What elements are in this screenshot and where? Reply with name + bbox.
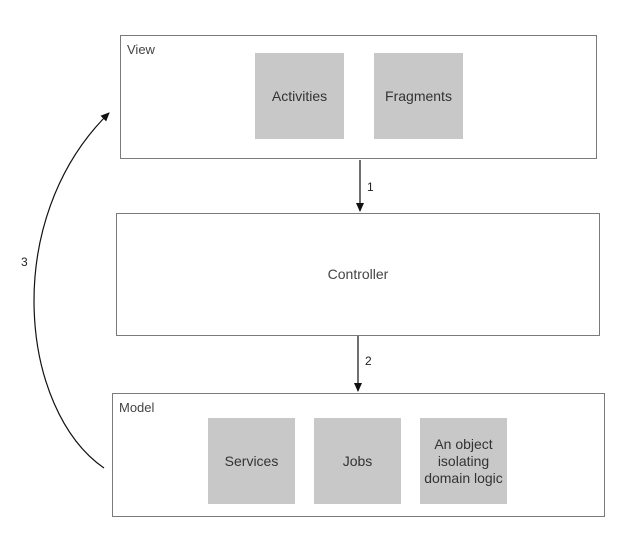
- services-box: Services: [208, 418, 295, 504]
- view-label: View: [127, 42, 155, 57]
- jobs-label: Jobs: [342, 452, 373, 469]
- model-layer: Model Services Jobs An object isolating …: [112, 393, 605, 517]
- fragments-label: Fragments: [385, 87, 452, 104]
- controller-label: Controller: [327, 266, 389, 282]
- activities-box: Activities: [255, 53, 344, 139]
- controller-layer: Controller: [116, 213, 600, 336]
- activities-label: Activities: [271, 87, 328, 104]
- step-1-label: 1: [367, 180, 374, 194]
- model-label: Model: [119, 400, 155, 415]
- fragments-box: Fragments: [374, 53, 463, 139]
- step-2-label: 2: [365, 354, 372, 368]
- view-layer: View Activities Fragments: [120, 35, 597, 159]
- jobs-box: Jobs: [314, 418, 401, 504]
- services-label: Services: [224, 452, 279, 469]
- arrow-model-to-view: [33, 112, 110, 469]
- domain-logic-box: An object isolating domain logic: [420, 418, 507, 504]
- step-3-label: 3: [21, 255, 28, 269]
- domain-logic-label: An object isolating domain logic: [424, 435, 503, 486]
